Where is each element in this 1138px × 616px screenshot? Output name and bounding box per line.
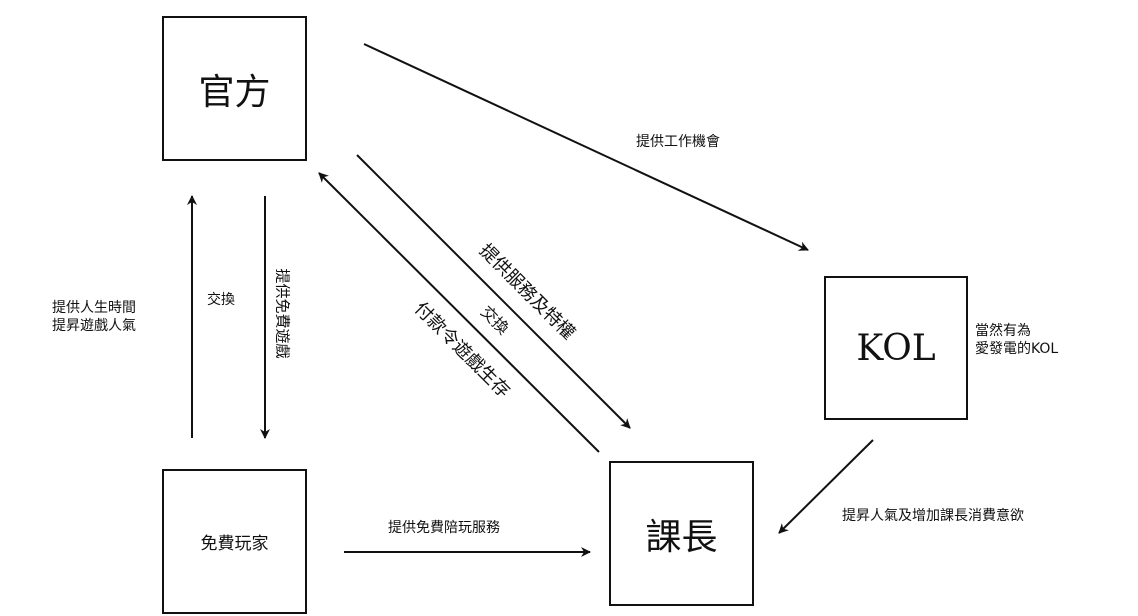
label-life-time: 提供人生時間 提昇遊戲人氣 — [52, 299, 136, 335]
node-official: 官方 — [162, 16, 307, 161]
arrow-whale-to-official — [318, 172, 600, 453]
arrow-kol-to-whale — [778, 439, 874, 534]
label-free-companion: 提供免費陪玩服務 — [388, 520, 500, 536]
node-free-player: 免費玩家 — [162, 469, 307, 614]
arrow-official-to-kol — [363, 43, 809, 251]
node-whale-label: 課長 — [645, 516, 718, 558]
node-free-player-label: 免費玩家 — [200, 534, 269, 554]
label-boost-spending: 提昇人氣及增加課長消費意欲 — [842, 508, 1024, 524]
node-kol: KOL — [824, 276, 968, 420]
label-kol-note-line1: 當然有為 — [975, 323, 1031, 339]
label-life-time-line1: 提供人生時間 — [52, 300, 136, 316]
label-free-game: 提供免費遊戲 — [273, 268, 292, 359]
arrow-official-to-whale — [356, 154, 631, 429]
label-life-time-line2: 提昇遊戲人氣 — [52, 318, 136, 334]
label-kol-note-line2: 愛發電的KOL — [975, 341, 1059, 357]
node-whale: 課長 — [609, 461, 754, 606]
node-official-label: 官方 — [198, 71, 271, 113]
label-kol-note: 當然有為 愛發電的KOL — [975, 322, 1058, 358]
label-exchange-vertical: 交換 — [207, 292, 235, 308]
node-kol-label: KOL — [856, 327, 936, 369]
label-job-offer: 提供工作機會 — [636, 134, 720, 150]
